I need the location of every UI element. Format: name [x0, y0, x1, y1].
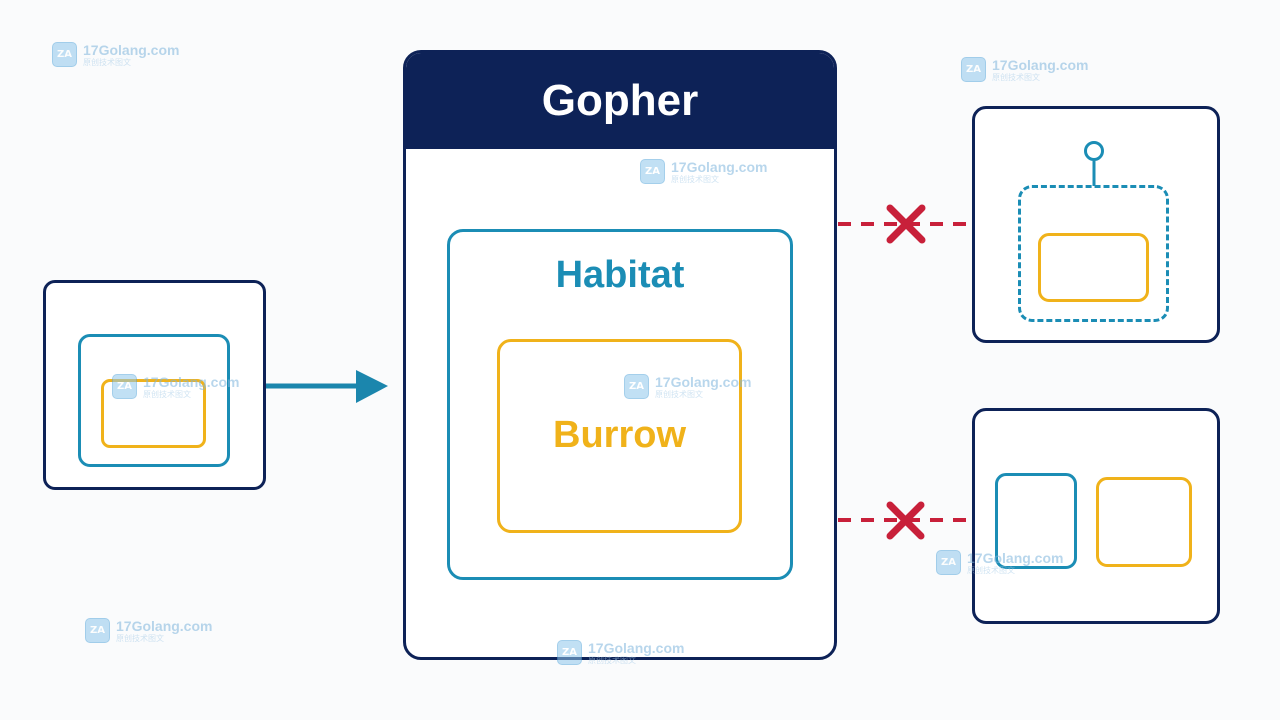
- pin-icon: [1084, 141, 1104, 186]
- watermark-subtitle: 原创技术图文: [967, 565, 1015, 575]
- watermark-subtitle: 原创技术图文: [143, 389, 191, 399]
- watermark-subtitle: 原创技术图文: [83, 57, 131, 67]
- watermark-domain: 17Golang.com: [671, 158, 768, 175]
- gopher-struct-card: Gopher: [403, 50, 837, 660]
- split-burrow-box: [1096, 477, 1192, 567]
- source-burrow-box: [101, 379, 206, 448]
- watermark-subtitle: 原创技术图文: [655, 389, 703, 399]
- watermark: ZA 17Golang.com 原创技术图文: [640, 159, 767, 184]
- watermark: ZA 17Golang.com 原创技术图文: [52, 42, 179, 67]
- watermark-logo-icon: ZA: [52, 42, 77, 67]
- burrow-box: [497, 339, 742, 533]
- watermark-subtitle: 原创技术图文: [992, 72, 1040, 82]
- watermark-domain: 17Golang.com: [967, 549, 1064, 566]
- watermark: ZA 17Golang.com 原创技术图文: [936, 550, 1063, 575]
- watermark-subtitle: 原创技术图文: [671, 174, 719, 184]
- watermark-subtitle: 原创技术图文: [588, 655, 636, 665]
- habitat-title: Habitat: [555, 254, 685, 296]
- watermark-domain: 17Golang.com: [992, 56, 1089, 73]
- burrow-title: Burrow: [553, 414, 686, 456]
- watermark-logo-icon: ZA: [112, 374, 137, 399]
- watermark: ZA 17Golang.com 原创技术图文: [112, 374, 239, 399]
- gopher-header: Gopher: [406, 53, 834, 149]
- split-habitat-box: [995, 473, 1077, 569]
- watermark-domain: 17Golang.com: [588, 639, 685, 656]
- arrow-right-icon: [266, 370, 388, 403]
- watermark-domain: 17Golang.com: [143, 373, 240, 390]
- watermark-logo-icon: ZA: [936, 550, 961, 575]
- watermark-logo-icon: ZA: [557, 640, 582, 665]
- watermark: ZA 17Golang.com 原创技术图文: [624, 374, 751, 399]
- watermark-domain: 17Golang.com: [116, 617, 213, 634]
- watermark-logo-icon: ZA: [961, 57, 986, 82]
- x-mark-icon: [886, 501, 925, 540]
- watermark-domain: 17Golang.com: [83, 41, 180, 58]
- source-habitat-box: [78, 334, 230, 467]
- watermark: ZA 17Golang.com 原创技术图文: [85, 618, 212, 643]
- watermark-domain: 17Golang.com: [655, 373, 752, 390]
- gopher-title: Gopher: [541, 76, 699, 125]
- watermark-subtitle: 原创技术图文: [116, 633, 164, 643]
- watermark-logo-icon: ZA: [640, 159, 665, 184]
- habitat-box: [447, 229, 793, 580]
- x-mark-icon: [886, 204, 926, 244]
- watermark-logo-icon: ZA: [85, 618, 110, 643]
- watermark: ZA 17Golang.com 原创技术图文: [961, 57, 1088, 82]
- watermark: ZA 17Golang.com 原创技术图文: [557, 640, 684, 665]
- watermark-logo-icon: ZA: [624, 374, 649, 399]
- pointer-burrow-box: [1038, 233, 1149, 302]
- pointer-dashed-habitat: [1018, 185, 1169, 322]
